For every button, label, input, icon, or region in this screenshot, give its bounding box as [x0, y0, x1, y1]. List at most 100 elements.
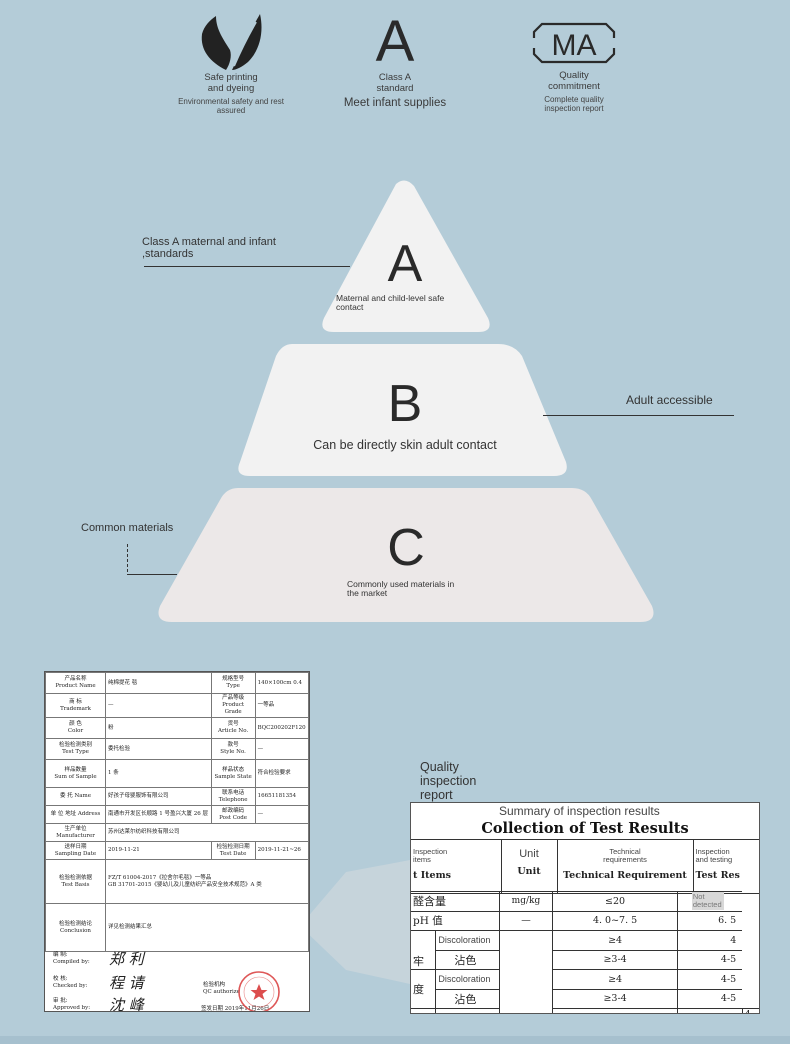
- table-cell: ≥4: [552, 930, 678, 951]
- tier-b-shape: [238, 344, 567, 476]
- table-cell: 6. 5: [676, 910, 743, 931]
- signature: 程 请: [109, 974, 144, 992]
- feature-safe-printing: Safe printing and dyeing Environmental s…: [168, 12, 294, 115]
- table-row: 生产单位 Manufacturer 苏州达莱尔纺织科技有限公司: [45, 823, 309, 842]
- checked-label: 校 核: Checked by:: [53, 976, 88, 989]
- tier-c-shape: [158, 488, 654, 622]
- table-cell: 单 位 地址 Address: [45, 805, 106, 824]
- table-row: 委 托 Name 好孩子母婴服饰有限公司 联系电话 Telephone 1665…: [45, 787, 309, 806]
- org-label: 检验机构 QC authorize: [203, 982, 240, 995]
- feature-caption: Safe printing and dyeing: [204, 72, 258, 94]
- table-cell: 详见检测结果汇总: [105, 903, 309, 952]
- tier-a: A Maternal and child-level safe contact: [320, 184, 490, 332]
- table-cell: 南通市开发区长顺路 1 号盈兴大厦 26 层: [105, 805, 212, 824]
- report-label: Quality inspection report: [420, 760, 477, 802]
- table-cell: 送样日期 Sampling Date: [45, 841, 106, 860]
- table-cell: 苏州达莱尔纺织科技有限公司: [105, 823, 309, 842]
- table-row: 度 Discoloration ≥4 4-5: [411, 969, 759, 1009]
- signatures-block: 编 制: Compiled by: 郑 利 校 核: Checked by: 程…: [51, 948, 301, 1012]
- tier-a-text: Maternal and child-level safe contact: [336, 293, 445, 312]
- feature-sub: Environmental safety and rest assured: [178, 97, 284, 115]
- test-results-table: Inspection items t Items Unit Unit Techn…: [411, 839, 759, 894]
- test-results-body: 醛含量 mg/kg ≤20 Not detected pH 值 — 4. 0~7…: [411, 891, 759, 1013]
- signature: 郑 利: [109, 950, 144, 968]
- tier-b-letter: B: [387, 375, 423, 433]
- table-row: 沾色 ≥3-4 4-5: [411, 988, 759, 1009]
- table-row: 样品数量 Sum of Sample 1 条 样品状态 Sample State…: [45, 759, 309, 788]
- tier-c-label: Common materials: [81, 522, 174, 534]
- leaf-icon: [201, 14, 262, 70]
- table-cell: 生产单位 Manufacturer: [45, 823, 106, 842]
- table-cell: 检验检测结论 Conclusion: [45, 903, 106, 952]
- table-row: 检验检测依据 Test Basis FZ/T 61004-2017《拉舍尔毛毯》…: [45, 859, 309, 904]
- table-cell: 4. 0~7. 5: [552, 910, 678, 931]
- table-cell: Not detected: [676, 891, 743, 912]
- table-cell: 1 条: [105, 759, 212, 788]
- svg-text:MA: MA: [552, 29, 597, 62]
- signature: 沈 峰: [109, 996, 144, 1012]
- table-row: 沾色 ≥3-4 4-5: [411, 949, 759, 970]
- tier-a-leader-line: [144, 266, 350, 268]
- table-cell: ≤20: [552, 891, 678, 912]
- table-cell: 变色: [435, 1008, 500, 1013]
- table-cell: 委托检验: [105, 738, 212, 760]
- bottom-bar: [0, 1036, 790, 1044]
- red-seal-stamp: [238, 971, 280, 1011]
- table-row: 送样日期 Sampling Date 2019-11-21 检验检测日期 Tes…: [45, 841, 309, 860]
- table-cell: —: [105, 693, 212, 718]
- header-cell-result: Inspection and testing Test Res: [692, 839, 759, 894]
- table-cell: 联系电话 Telephone: [210, 787, 256, 806]
- table-cell: 检验检测日期 Test Date: [210, 841, 256, 860]
- table-cell: 16651181354: [254, 787, 309, 806]
- table-row: 颜 色 Color 粉 货号 Article No. BQC200202F120: [45, 717, 309, 739]
- issue-date: 签发日期 2019年11月26日: [201, 1006, 270, 1012]
- feature-quality: MA Quality commitment Complete quality i…: [518, 20, 630, 113]
- table-cell: 4: [676, 930, 743, 951]
- table-cell: 好孩子母婴服饰有限公司: [105, 787, 212, 806]
- tier-c: C Commonly used materials in the market: [158, 488, 654, 622]
- tier-b-leader-line: [543, 415, 734, 417]
- table-cell: 款号 Style No.: [210, 738, 256, 760]
- table-cell: ≥3-4: [552, 988, 678, 1009]
- tier-c-leader-line-v: [127, 544, 129, 575]
- table-cell: 检验检测类别 Test Type: [45, 738, 106, 760]
- table-row: 商 标 Trademark — 产品等级 Product Grade 一等品: [45, 693, 309, 718]
- table-cell: 产品等级 Product Grade: [210, 693, 256, 718]
- tier-c-letter: C: [387, 519, 425, 577]
- table-row: 检验检测类别 Test Type 委托检验 款号 Style No. —: [45, 738, 309, 760]
- ma-certification-icon: MA: [532, 22, 616, 64]
- table-cell: ≥4: [552, 969, 678, 990]
- tier-c-text: Commonly used materials in the market: [347, 579, 455, 598]
- table-cell: 4-5: [741, 1008, 759, 1013]
- table-cell: 4-5: [676, 988, 743, 1009]
- summary-heading: Summary of inspection results: [499, 804, 660, 818]
- table-cell: Discoloration: [435, 930, 500, 951]
- header-cell-unit: Unit Unit: [500, 839, 558, 894]
- compiled-label: 编 制: Compiled by:: [53, 952, 90, 965]
- table-cell: 度: [411, 969, 437, 1009]
- table-cell: 符合检验要求: [254, 759, 309, 788]
- tier-b-label: Adult accessible: [626, 393, 713, 407]
- table-row: 醛含量 mg/kg ≤20 Not detected: [411, 891, 759, 912]
- table-cell: 140×100cm 0.4: [254, 672, 309, 694]
- table-row: 检验检测结论 Conclusion 详见检测结果汇总: [45, 903, 309, 952]
- test-results-title: Collection of Test Results: [481, 820, 689, 837]
- table-cell: —: [254, 805, 309, 824]
- table-cell: FZ/T 61004-2017《拉舍尔毛毯》一等品 GB 31701-2015《…: [105, 859, 309, 904]
- table-row: pH 值 — 4. 0~7. 5 6. 5: [411, 910, 759, 931]
- table-cell: 委 托 Name: [45, 787, 106, 806]
- table-cell: 邮政编码 Post Code: [210, 805, 256, 824]
- report-info-table: 产品名称 Product Name 纯棉提花 毯 规格型号 Type 140×1…: [45, 672, 309, 952]
- feature-sub: Complete quality inspection report: [544, 95, 604, 113]
- class-a-icon: A: [375, 9, 415, 74]
- table-cell: 醛含量: [411, 891, 500, 912]
- table-cell: 产品名称 Product Name: [45, 672, 106, 694]
- header-cell-items: Inspection items t Items: [411, 839, 502, 894]
- tier-c-leader-line-h: [127, 574, 177, 576]
- table-cell: 2019-11-21: [105, 841, 212, 860]
- table-cell: pH 值: [411, 910, 500, 931]
- table-cell: Discoloration: [435, 969, 500, 990]
- table-cell: 粉: [105, 717, 212, 739]
- table-cell: 2019-11-21~26: [254, 841, 309, 860]
